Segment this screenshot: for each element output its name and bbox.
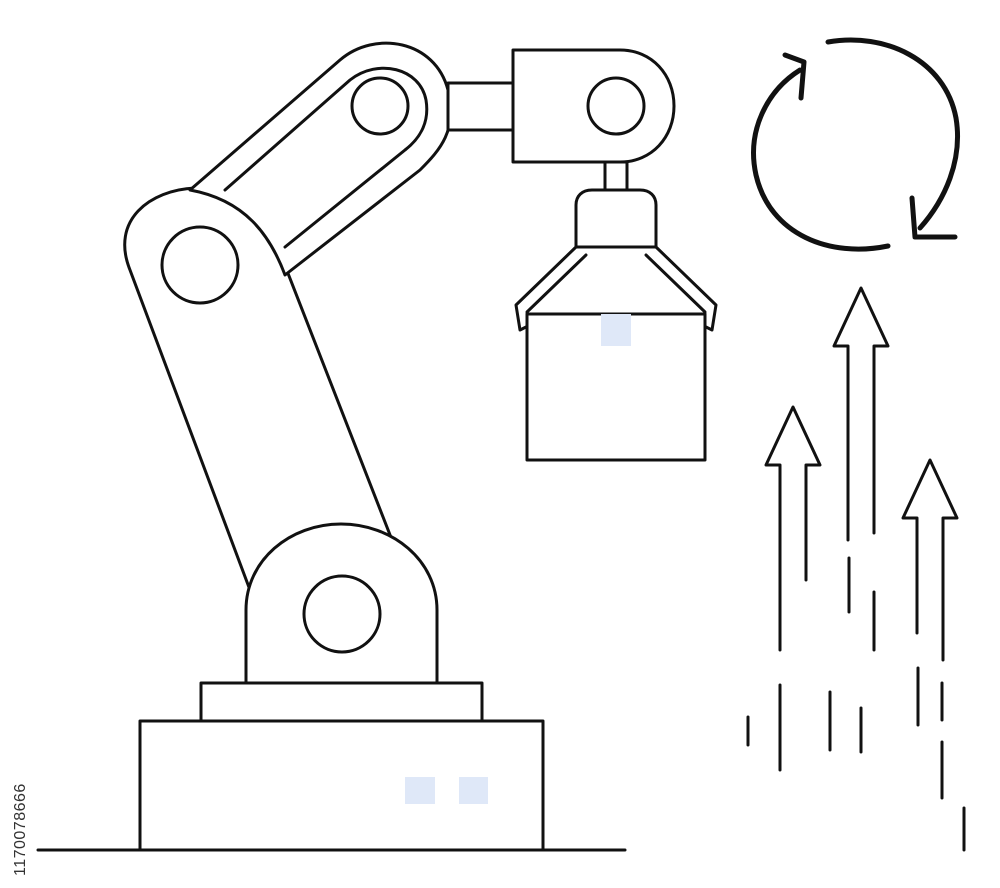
watermark-id: 1170078666 [6, 640, 34, 880]
base-indicator-light [459, 777, 488, 804]
elbow-joint-pin [160, 225, 240, 305]
robot-base [138, 681, 545, 852]
gripper-icon [514, 245, 718, 332]
shoulder-joint-pin [302, 574, 382, 654]
up-arrows-icon [746, 286, 966, 852]
watermark-id-text: 1170078666 [12, 783, 29, 876]
upper-arm-pin [350, 76, 410, 136]
refresh-cycle-icon [751, 37, 960, 252]
wrist-stem [603, 160, 629, 192]
gripper-head [574, 188, 658, 249]
upper-arm-slot [223, 66, 429, 249]
arm-connector [446, 81, 516, 132]
box-label [601, 314, 631, 346]
wrist-joint-pin [586, 76, 646, 136]
base-indicator-light [405, 777, 435, 804]
box-icon [525, 312, 707, 462]
